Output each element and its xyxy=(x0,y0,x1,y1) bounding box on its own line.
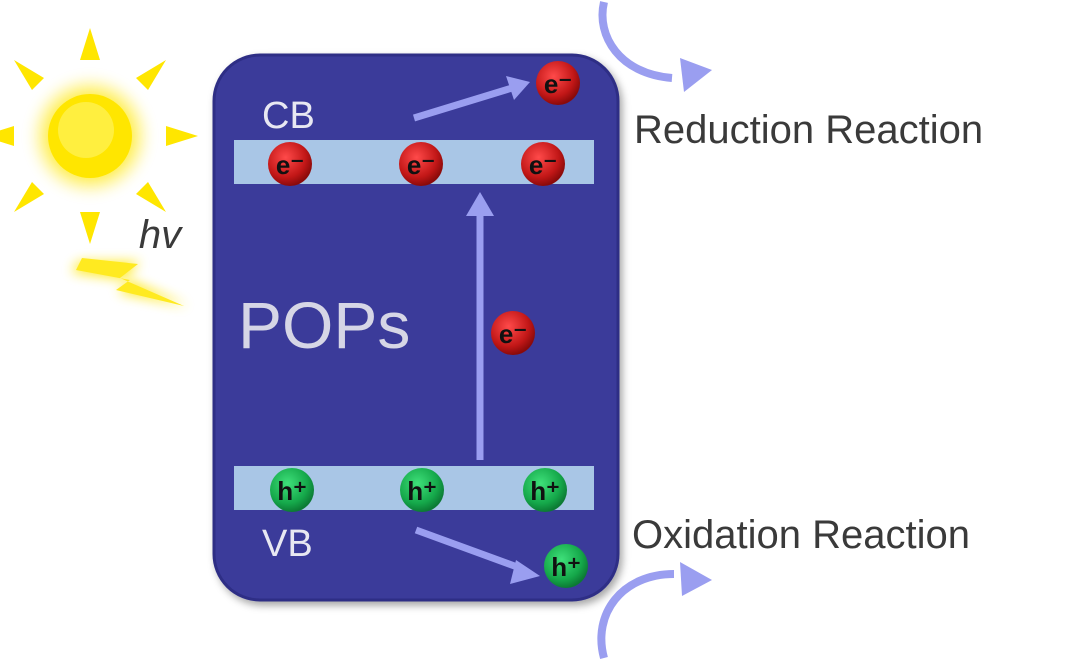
electron-particle: e⁻ xyxy=(491,311,535,355)
oxidation-curved-arrow xyxy=(597,562,712,660)
valence-band-label: VB xyxy=(262,523,313,565)
surface-electron: e⁻ xyxy=(536,61,580,105)
conduction-band-label: CB xyxy=(262,95,315,137)
electron-particle: e⁻ xyxy=(399,142,443,186)
svg-text:e⁻: e⁻ xyxy=(407,150,435,180)
hole-particle: h⁺ xyxy=(523,468,567,512)
svg-text:h⁺: h⁺ xyxy=(407,476,437,506)
svg-text:e⁻: e⁻ xyxy=(499,319,527,349)
svg-text:h⁺: h⁺ xyxy=(551,552,581,582)
electron-particle: e⁻ xyxy=(521,142,565,186)
reduction-reaction-label: Reduction Reaction xyxy=(634,108,983,152)
pops-panel xyxy=(212,53,620,602)
sun-icon xyxy=(0,28,198,244)
lightning-icon xyxy=(72,258,188,306)
reduction-curved-arrow xyxy=(598,1,712,92)
svg-text:e⁻: e⁻ xyxy=(529,150,557,180)
electron-transfer-arrow xyxy=(412,76,530,122)
svg-text:h⁺: h⁺ xyxy=(530,476,560,506)
hole-particle: h⁺ xyxy=(270,468,314,512)
hole-particle: h⁺ xyxy=(400,468,444,512)
electron-particle: e⁻ xyxy=(268,142,312,186)
svg-text:h⁺: h⁺ xyxy=(277,476,307,506)
svg-text:e⁻: e⁻ xyxy=(544,69,572,99)
light-label: hv xyxy=(139,213,183,257)
surface-hole: h⁺ xyxy=(544,544,588,588)
oxidation-reaction-label: Oxidation Reaction xyxy=(632,513,970,557)
hole-transfer-arrow xyxy=(414,526,540,584)
excitation-arrow xyxy=(466,192,494,460)
svg-text:e⁻: e⁻ xyxy=(276,150,304,180)
material-label: POPs xyxy=(238,288,410,362)
